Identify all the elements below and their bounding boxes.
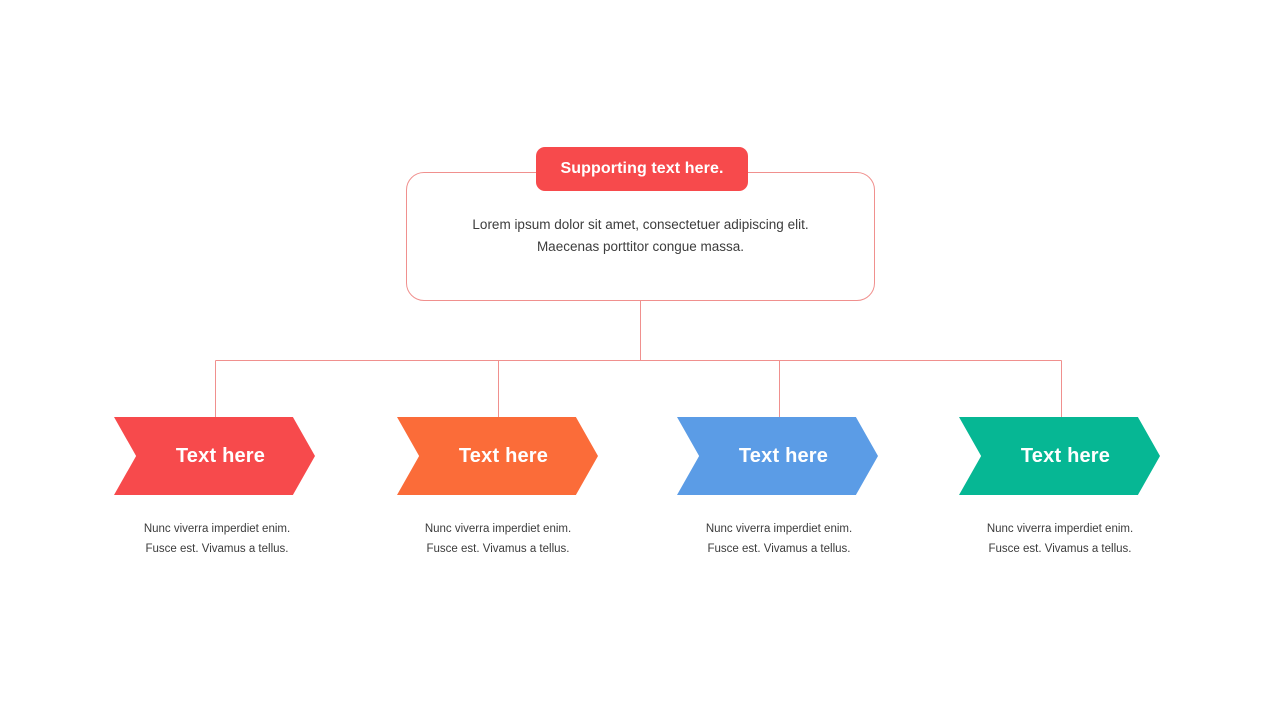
chevron-item-3-label: Text here [738, 444, 829, 467]
supporting-text-badge-label: Supporting text here. [560, 160, 724, 177]
chevron-item-4-caption: Nunc viverra imperdiet enim. Fusce est. … [986, 523, 1134, 555]
chevron-item-2-caption: Nunc viverra imperdiet enim. Fusce est. … [424, 523, 572, 555]
chevron-item-1-caption: Nunc viverra imperdiet enim. Fusce est. … [143, 523, 291, 555]
chevron-item-1-label: Text here [175, 444, 266, 467]
chevron-item-1[interactable]: Text here [114, 417, 315, 495]
chevron-item-4-label: Text here [1020, 444, 1111, 467]
supporting-text-badge[interactable]: Supporting text here. [536, 147, 748, 191]
chevron-item-2-label: Text here [458, 444, 549, 467]
chevron-item-3[interactable]: Text here [677, 417, 878, 495]
chevron-item-3-caption: Nunc viverra imperdiet enim. Fusce est. … [705, 523, 853, 555]
chevron-item-2[interactable]: Text here [397, 417, 598, 495]
summary-body-text: Lorem ipsum dolor sit amet, consectetuer… [472, 217, 809, 254]
chevron-item-4[interactable]: Text here [959, 417, 1160, 495]
